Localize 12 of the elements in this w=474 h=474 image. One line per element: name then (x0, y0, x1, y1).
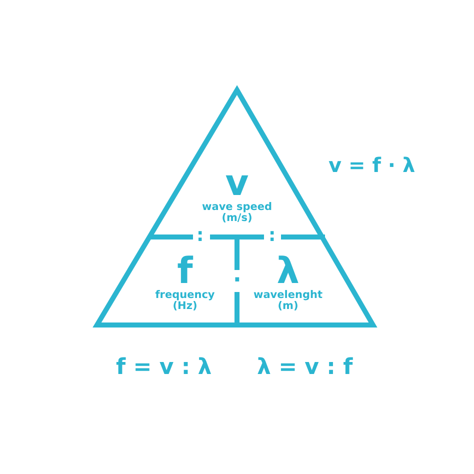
variable-symbol: v (225, 166, 249, 202)
formula: λ = v : f (257, 357, 353, 379)
quantity-name: wavelenght (m) (252, 290, 324, 312)
multiply-sign: · (233, 270, 242, 292)
quantity-name: wave speed (m/s) (201, 202, 273, 224)
divide-sign: : (196, 227, 204, 245)
variable-symbol: f (177, 254, 193, 290)
variable-symbol: λ (276, 254, 300, 290)
formula: f = v : λ (116, 357, 212, 379)
divide-sign: : (268, 227, 276, 245)
formula: v = f · λ (328, 155, 416, 175)
quantity-name: frequency (Hz) (154, 290, 216, 312)
